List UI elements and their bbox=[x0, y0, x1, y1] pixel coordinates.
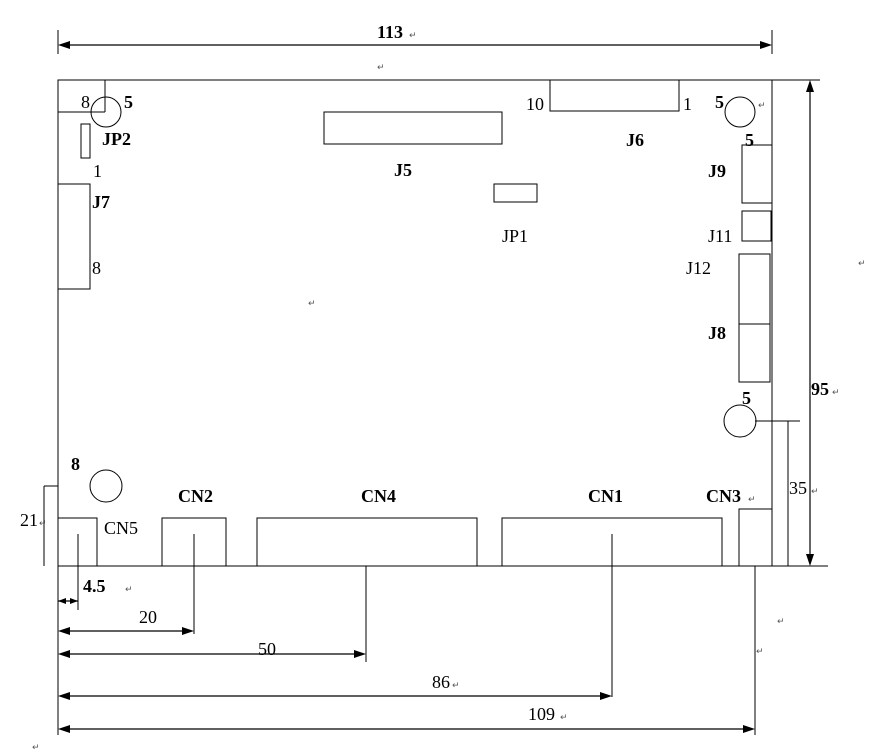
mounting-hole-top-left-label: 5 bbox=[124, 92, 133, 112]
dim-left-offset: 21 ↵ bbox=[20, 485, 58, 566]
jp2-header bbox=[80, 123, 91, 159]
mounting-hole-bottom-left-label: 8 bbox=[71, 454, 80, 474]
jp2-pin-bottom: 1 bbox=[93, 161, 102, 181]
j7-connector bbox=[57, 183, 91, 290]
mounting-hole-right-middle-label: 5 bbox=[742, 388, 751, 408]
dim-right-offset-label: 35 bbox=[789, 478, 807, 498]
dim-right-offset: 35 ↵ bbox=[755, 420, 819, 566]
dim-height: 95 ↵ bbox=[772, 79, 840, 567]
j6-pin-left: 10 bbox=[526, 94, 544, 114]
jp1-label: JP1 bbox=[502, 226, 528, 246]
j6-connector bbox=[549, 79, 680, 112]
dim-cn2: 20 bbox=[58, 534, 195, 635]
return-mark: ↵ bbox=[756, 647, 764, 657]
return-mark: ↵ bbox=[777, 617, 785, 627]
dim-cn1-label: 86 bbox=[432, 672, 450, 692]
dim-cn2-label: 20 bbox=[139, 607, 157, 627]
return-mark: ↵ bbox=[409, 31, 417, 41]
mounting-hole-bottom-left bbox=[89, 469, 123, 503]
mounting-hole-top-right-label: 5 bbox=[715, 92, 724, 112]
dim-cn1: 86 ↵ bbox=[58, 534, 613, 700]
return-mark: ↵ bbox=[308, 299, 316, 309]
mounting-hole-top-left bbox=[90, 96, 122, 128]
j9-pin: 5 bbox=[745, 130, 754, 150]
cn4-connector bbox=[256, 517, 478, 567]
return-mark: ↵ bbox=[377, 63, 385, 73]
dim-top-width: 113 ↵ bbox=[57, 22, 773, 54]
dim-height-label: 95 bbox=[811, 379, 829, 399]
jp1-header bbox=[493, 183, 538, 203]
dim-cn5: 4.5 ↵ bbox=[57, 566, 133, 735]
return-mark: ↵ bbox=[39, 519, 47, 529]
j5-connector bbox=[323, 111, 503, 145]
mounting-hole-right-middle bbox=[723, 404, 757, 438]
j6-pin-right: 1 bbox=[683, 94, 692, 114]
return-mark: ↵ bbox=[452, 681, 460, 691]
cn4-label: CN4 bbox=[361, 486, 396, 506]
return-mark: ↵ bbox=[748, 495, 756, 505]
return-mark: ↵ bbox=[832, 388, 840, 398]
return-mark: ↵ bbox=[811, 487, 819, 497]
j8-connector bbox=[738, 323, 771, 383]
j9-label: J9 bbox=[708, 161, 726, 181]
cn1-label: CN1 bbox=[588, 486, 623, 506]
return-mark: ↵ bbox=[32, 743, 40, 753]
return-mark: ↵ bbox=[125, 585, 133, 595]
dim-left-offset-label: 21 bbox=[20, 510, 38, 530]
j5-label: J5 bbox=[394, 160, 412, 180]
return-mark: ↵ bbox=[560, 713, 568, 723]
cn2-label: CN2 bbox=[178, 486, 213, 506]
dim-cn5-label: 4.5 bbox=[83, 576, 106, 596]
j12-label: J12 bbox=[686, 258, 711, 278]
jp2-label: JP2 bbox=[102, 129, 131, 149]
dim-cn3: 109 ↵ bbox=[58, 566, 756, 735]
jp2-pin-top: 8 bbox=[81, 92, 90, 112]
cn3-label: CN3 bbox=[706, 486, 741, 506]
j12-connector bbox=[738, 253, 771, 325]
j7-label: J7 bbox=[92, 192, 110, 212]
dim-cn3-label: 109 bbox=[528, 704, 555, 724]
mounting-hole-top-right bbox=[724, 96, 756, 128]
j9-connector bbox=[741, 144, 773, 204]
return-mark: ↵ bbox=[858, 259, 866, 269]
cn3-connector bbox=[738, 508, 773, 567]
dim-cn4-label: 50 bbox=[258, 639, 276, 659]
board-outline bbox=[57, 79, 773, 567]
j11-label: J11 bbox=[708, 226, 732, 246]
j11-connector bbox=[741, 210, 772, 242]
dim-top-width-label: 113 bbox=[377, 22, 403, 42]
return-mark: ↵ bbox=[758, 101, 766, 111]
cn5-label: CN5 bbox=[104, 518, 138, 538]
dim-cn4: 50 bbox=[58, 566, 367, 662]
j8-label: J8 bbox=[708, 323, 726, 343]
j7-pin: 8 bbox=[92, 258, 101, 278]
j6-label: J6 bbox=[626, 130, 644, 150]
